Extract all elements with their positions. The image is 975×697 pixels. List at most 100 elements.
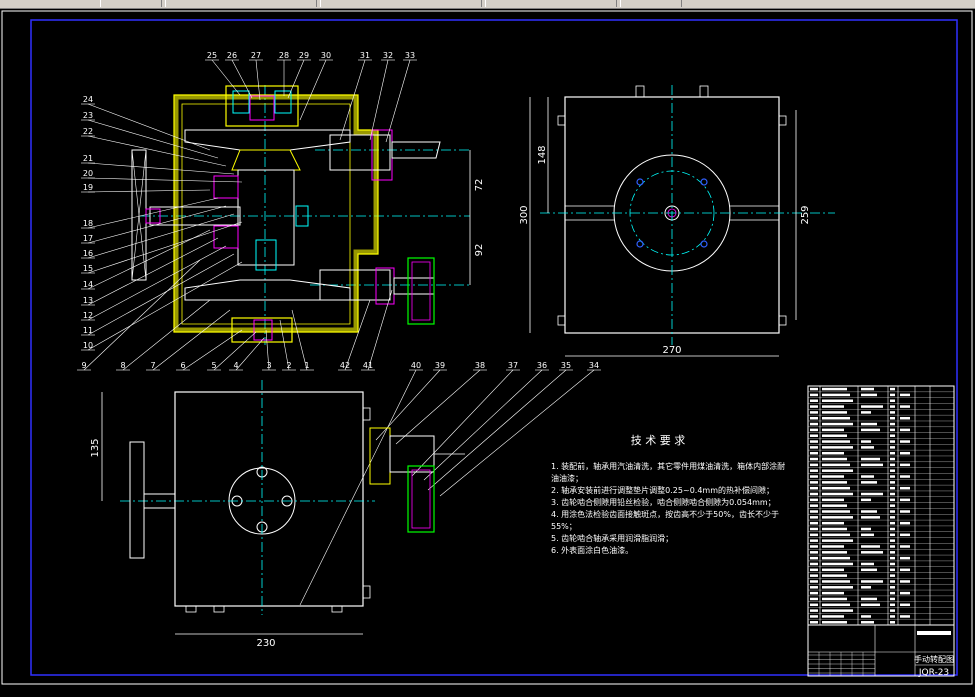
row-number-mark (810, 393, 818, 397)
row-qty-mark (890, 603, 895, 607)
balloon-13: 13 (81, 237, 219, 306)
balloon-label: 17 (83, 234, 93, 243)
row-name-mark (861, 621, 874, 624)
row-code-mark (822, 556, 850, 560)
tab-strip-item[interactable] (165, 0, 317, 7)
row-number-mark (810, 498, 818, 502)
balloon-2: 2 (279, 319, 296, 371)
row-qty-mark (890, 416, 895, 420)
row-qty-mark (890, 475, 895, 478)
row-material-mark (900, 498, 910, 502)
row-qty-mark (890, 481, 895, 484)
row-name-mark (861, 580, 883, 583)
tab-strip-item[interactable] (320, 0, 482, 7)
row-name-mark (861, 481, 877, 484)
balloon-label: 21 (83, 154, 93, 163)
balloon-label: 9 (81, 361, 86, 370)
row-code-mark (822, 387, 847, 391)
row-qty-mark (890, 504, 895, 507)
leader-line (152, 309, 231, 371)
row-material-mark (900, 556, 910, 560)
balloon-label: 41 (363, 361, 373, 370)
row-number-mark (810, 545, 818, 548)
row-qty-mark (890, 486, 895, 490)
row-name-mark (861, 545, 880, 548)
balloon-7: 7 (146, 309, 231, 371)
shaft-nut (295, 205, 309, 227)
tab-strip-item[interactable] (100, 0, 162, 7)
leader-line (395, 369, 481, 445)
row-material-mark (900, 416, 910, 420)
row-name-mark (861, 387, 874, 391)
top-view[interactable]: 148 300 259 270 (519, 85, 835, 357)
tab-strip-item[interactable] (620, 0, 682, 7)
row-code-mark (822, 603, 850, 607)
row-code-mark (822, 591, 844, 595)
row-number-mark (810, 440, 818, 443)
balloon-label: 36 (537, 361, 547, 370)
row-material-mark (900, 451, 910, 455)
balloon-23: 23 (81, 111, 219, 159)
row-qty-mark (890, 434, 895, 437)
leader-line (427, 369, 567, 491)
leader-line (385, 59, 411, 143)
balloon-label: 4 (233, 361, 238, 370)
row-code-mark (822, 411, 847, 414)
side-view[interactable]: 135 230 (90, 380, 465, 649)
leader-line (279, 319, 290, 371)
row-number-mark (810, 411, 818, 414)
tech-line: 5. 齿轮啮合轴承采用润滑脂润滑； (551, 533, 673, 543)
balloon-label: 3 (266, 361, 271, 370)
balloon-label: 8 (120, 361, 125, 370)
balloon-label: 32 (383, 51, 393, 60)
row-material-mark (900, 545, 910, 548)
row-name-mark (861, 405, 883, 408)
row-code-mark (822, 574, 847, 577)
row-qty-mark (890, 399, 895, 402)
balloon-label: 1 (304, 361, 309, 370)
tab-strip-item[interactable] (485, 0, 617, 7)
row-code-mark (822, 469, 853, 472)
front-section-view[interactable]: 72 92 (131, 85, 485, 345)
row-material-mark (900, 486, 910, 490)
balloon-24: 24 (81, 95, 211, 151)
row-code-mark (822, 428, 844, 432)
row-number-mark (810, 539, 818, 542)
balloon-label: 15 (83, 264, 93, 273)
row-code-mark (822, 434, 847, 437)
row-name-mark (861, 615, 871, 618)
leader-line (369, 59, 389, 141)
row-qty-mark (890, 527, 895, 531)
leader-line (87, 162, 235, 175)
balloon-label: 28 (279, 51, 289, 60)
dim-259: 259 (800, 205, 811, 224)
balloon-14: 14 (81, 229, 211, 290)
leader-line (344, 299, 371, 371)
balloon-17: 17 (81, 205, 227, 244)
parts-list-table[interactable]: 手动转配图 JQR-23 (807, 385, 955, 678)
dim-135: 135 (90, 438, 101, 457)
row-material-mark (900, 533, 910, 537)
row-code-mark (822, 539, 853, 542)
row-code-mark (822, 422, 853, 426)
side-output-housing (369, 427, 391, 485)
row-number-mark (810, 533, 818, 537)
balloon-5: 5 (207, 331, 257, 371)
corner-stud (778, 315, 787, 326)
row-number-mark (810, 463, 818, 467)
side-stud (185, 605, 197, 613)
inner-sleeve (255, 239, 277, 271)
window-top-bar (0, 0, 975, 9)
row-code-mark (822, 615, 844, 618)
corner-stud (557, 115, 566, 126)
row-number-mark (810, 574, 818, 577)
leader-line (87, 119, 219, 159)
tech-line: 4. 用涂色法检验齿面接触斑点，按齿高不少于50%，齿长不少于 (551, 509, 779, 519)
row-material-mark (900, 580, 910, 583)
leader-line (255, 59, 261, 101)
balloon-3: 3 (262, 329, 276, 371)
row-code-mark (822, 446, 853, 449)
dim-148: 148 (537, 145, 548, 164)
balloon-label: 35 (561, 361, 571, 370)
